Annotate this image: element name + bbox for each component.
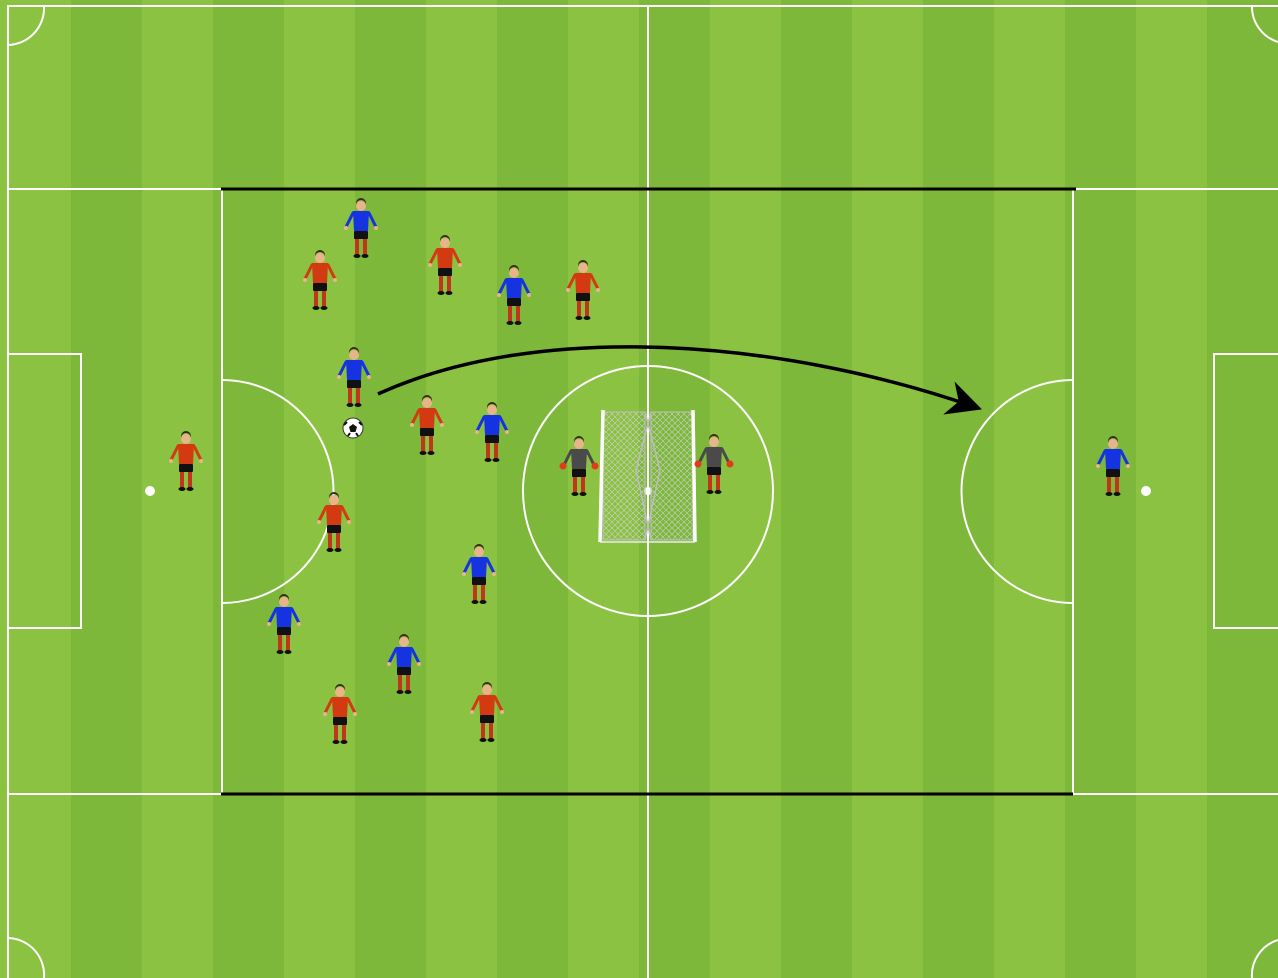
right-penalty-spot bbox=[1141, 486, 1151, 496]
left-penalty-spot bbox=[145, 486, 155, 496]
center-spot bbox=[645, 488, 651, 494]
soccer-ball bbox=[343, 418, 363, 438]
